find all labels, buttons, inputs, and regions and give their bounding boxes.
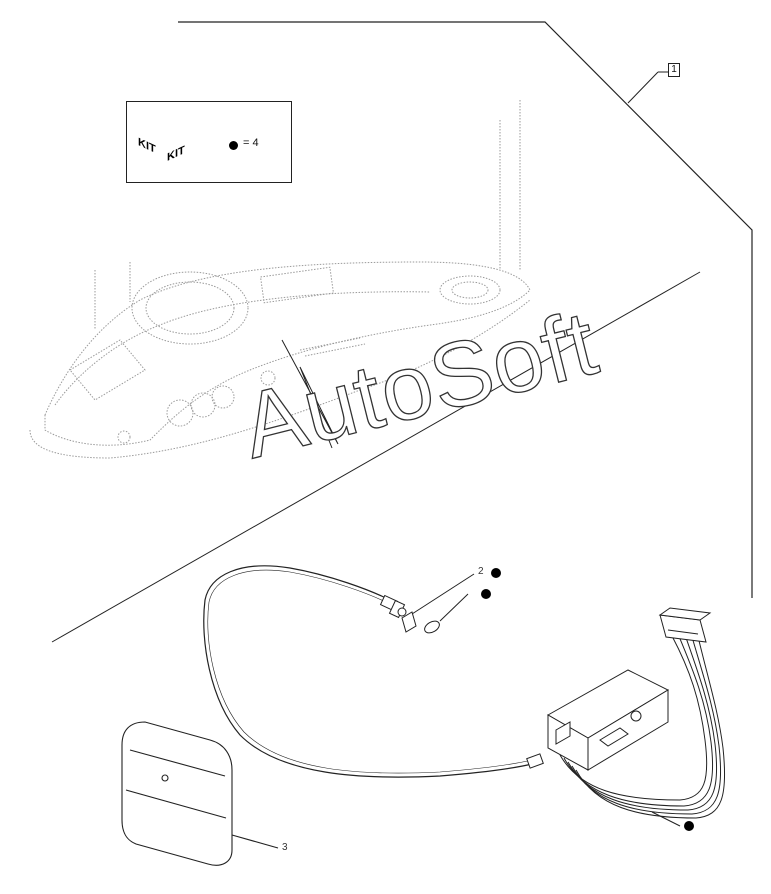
sensor-head [379, 594, 407, 619]
kit-dot-icon [684, 821, 694, 831]
cable-tie [424, 593, 469, 634]
dashboard-illustration [29, 100, 531, 459]
kit-dot-icon [481, 589, 491, 599]
mounting-clip [401, 573, 475, 633]
kit-quantity-text: = 4 [243, 137, 259, 149]
ref-number-1: 1 [668, 63, 680, 77]
kit-label-left: KIT [138, 135, 156, 157]
quantity-dot-icon [229, 141, 238, 150]
group-frame-line [178, 21, 753, 598]
kit-dot-icon [491, 568, 501, 578]
harness-connector [658, 607, 712, 643]
leader-line-dot-harness [651, 811, 681, 827]
wiring-harness [559, 627, 726, 819]
dashboard-pointer-line [281, 339, 339, 449]
control-module [546, 669, 670, 771]
document-pouch [121, 721, 279, 866]
callout-number-3: 3 [282, 842, 288, 853]
sensor-cable [203, 565, 533, 778]
inline-connector [526, 753, 544, 769]
leader-line-ref-1 [627, 71, 659, 104]
sensor-cable-inner [207, 569, 533, 774]
callout-number-2: 2 [478, 566, 484, 577]
kit-label-right: KIT [167, 143, 185, 165]
kit-legend-box: KIT KIT = 4 [126, 101, 292, 183]
section-divider-line [51, 271, 701, 643]
